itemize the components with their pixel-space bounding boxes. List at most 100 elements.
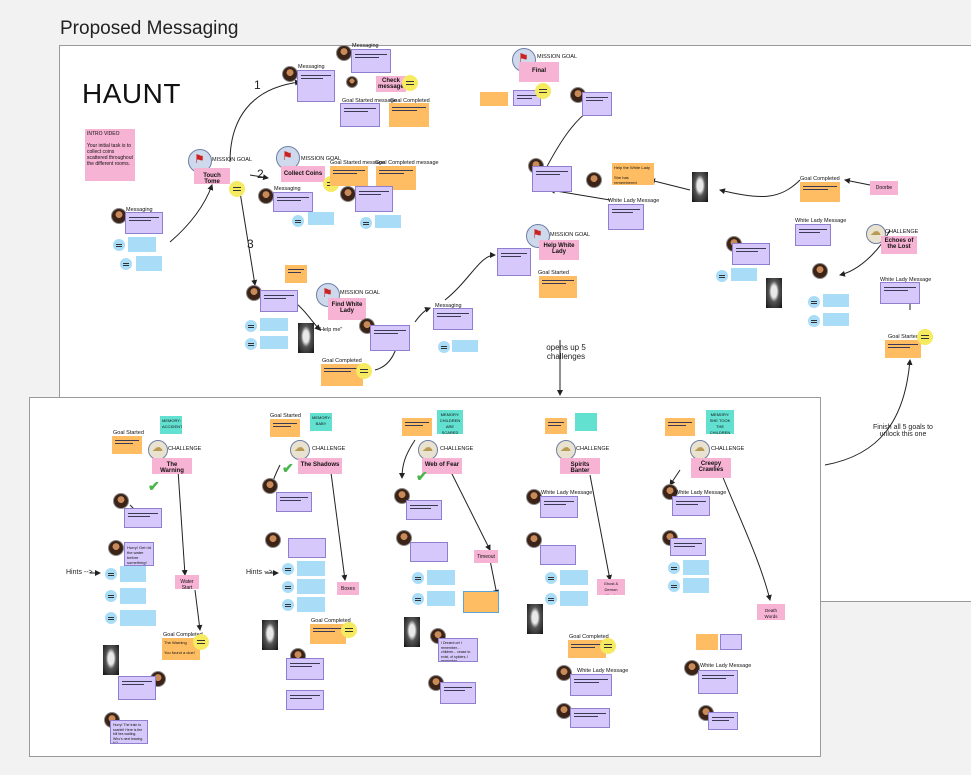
- white-lady-image: [103, 645, 119, 675]
- avatar: [396, 530, 412, 546]
- challenge-spirits-banter: Spirits Banter: [560, 458, 600, 474]
- response-card: [731, 268, 757, 281]
- white-lady-message-label: White Lady Message: [577, 668, 629, 674]
- mission-goal-label: MISSION GOAL: [550, 232, 591, 238]
- note-timeout: Timeout: [474, 550, 498, 563]
- avatar: [108, 540, 124, 556]
- avatar: [340, 186, 356, 202]
- challenge-label: CHALLENGE: [440, 446, 474, 452]
- challenge-badge: [556, 440, 576, 460]
- response-bubble: [105, 612, 117, 624]
- message-card: [124, 508, 162, 528]
- board-title: HAUNT: [82, 78, 181, 109]
- white-lady-image: [262, 620, 278, 650]
- response-bubble: [120, 258, 132, 270]
- white-lady-image: [692, 172, 708, 202]
- started-card: [545, 418, 567, 434]
- goal-completed-label: Goal Completed: [800, 176, 840, 182]
- completed-card: [800, 182, 840, 202]
- message-card: [720, 634, 742, 650]
- challenge-badge: [418, 440, 438, 460]
- web-note-card: I Dreamt on! I remember... children... c…: [438, 638, 478, 662]
- completed-card: [696, 634, 718, 650]
- message-card: [125, 212, 163, 234]
- note-death-words: Death Words: [757, 604, 785, 620]
- message-card: [497, 248, 531, 276]
- finish-all-note: Finish all 5 goals to unlock this one: [873, 424, 933, 438]
- branch-number-1: 1: [254, 78, 261, 92]
- hurry-note-card: Hurry! Get rid the water before somethin…: [124, 542, 154, 566]
- goal-completed-label: Goal Completed: [390, 98, 430, 104]
- started-card: [665, 418, 695, 436]
- emoji-yellow: [341, 622, 357, 638]
- message-card: [670, 538, 706, 556]
- challenge-creepy-crawlies: Creepy Crawlies: [691, 458, 731, 478]
- message-card: [410, 542, 448, 562]
- started-card: [270, 419, 300, 437]
- goal-started-message-label: Goal Started message: [330, 160, 385, 166]
- memory-tag: [575, 413, 597, 431]
- mission-goal-label: MISSION GOAL: [301, 156, 342, 162]
- message-card: [732, 243, 770, 265]
- goal-check-messages: Check messages: [376, 76, 406, 92]
- mission-goal-badge: [316, 283, 340, 307]
- hints-label: Hints -->: [66, 569, 93, 576]
- message-card: [406, 500, 442, 520]
- challenge-the-shadows: The Shadows: [298, 458, 342, 474]
- message-card: [582, 92, 612, 116]
- branch-number-3: 3: [247, 237, 254, 251]
- opens-up-note: opens up 5 challenges: [546, 343, 586, 361]
- challenge-echoes: Echoes of the Lost: [881, 236, 917, 254]
- memory-accident: MEMORY: ACCIDENT: [160, 416, 182, 434]
- response-bubble: [412, 593, 424, 605]
- message-card: [540, 496, 578, 518]
- avatar: [526, 532, 542, 548]
- messaging-label: Messaging: [352, 43, 379, 49]
- started-card: [885, 340, 921, 358]
- started-card: [539, 276, 577, 298]
- message-card: [795, 224, 831, 246]
- screenshot-card: [463, 591, 499, 613]
- challenge-badge: [690, 440, 710, 460]
- response-bubble: [282, 563, 294, 575]
- response-card: [120, 610, 156, 626]
- message-card: [276, 492, 312, 512]
- message-card: [672, 496, 710, 516]
- goal-started-label: Goal Started: [113, 430, 144, 436]
- message-card: [273, 192, 313, 212]
- message-card: [260, 290, 298, 312]
- goal-final: Final: [519, 62, 559, 82]
- message-card: [880, 282, 920, 304]
- white-lady-image: [298, 323, 314, 353]
- challenge-the-warning: The Warning: [152, 458, 192, 474]
- response-bubble: [545, 572, 557, 584]
- avatar: [282, 66, 298, 82]
- response-card: [427, 570, 455, 585]
- help-lady-completed-card: Help the White Lady She has remembered s…: [612, 163, 654, 185]
- goal-completed-message-label: Goal Completed message: [375, 160, 439, 166]
- completed-card: [568, 640, 606, 658]
- goal-find-white-lady: Find White Lady: [328, 298, 366, 320]
- white-lady-message-label: White Lady Message: [608, 198, 660, 204]
- avatar: [262, 478, 278, 494]
- avatar: [556, 665, 572, 681]
- white-lady-image: [527, 604, 543, 634]
- mission-goal-label: MISSION GOAL: [340, 290, 381, 296]
- check-icon: ✔: [148, 478, 160, 494]
- response-bubble: [808, 315, 820, 327]
- response-bubble: [545, 593, 557, 605]
- avatar: [346, 76, 358, 88]
- note-boxes: Boxes: [337, 582, 359, 595]
- memory-baby: MEMORY: BABY: [310, 413, 332, 431]
- memory-took-children: MEMORY: SHE TOOK THE CHILDREN: [706, 410, 734, 434]
- message-card: [351, 49, 391, 73]
- emoji-yellow: [193, 634, 209, 650]
- goal-started-card: [285, 265, 307, 283]
- challenge-label: CHALLENGE: [168, 446, 202, 452]
- mission-goal-label: MISSION GOAL: [212, 157, 253, 163]
- emoji-yellow: [535, 83, 551, 99]
- check-icon: ✔: [416, 468, 428, 484]
- response-card: [260, 318, 288, 331]
- avatar: [265, 532, 281, 548]
- message-card: [355, 186, 393, 212]
